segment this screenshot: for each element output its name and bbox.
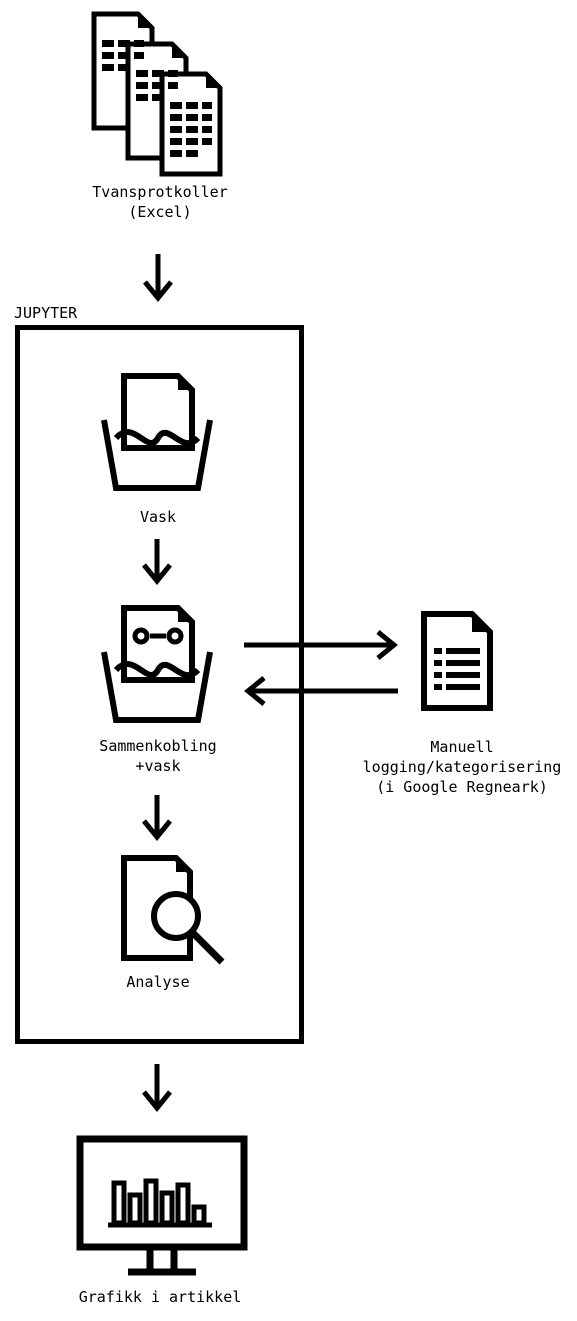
arrow-down-icon xyxy=(142,1064,172,1112)
list-document-icon xyxy=(421,611,493,711)
container-title: JUPYTER xyxy=(14,304,78,322)
step-analyse-label: Analyse xyxy=(126,973,190,991)
arrow-down-icon xyxy=(142,795,172,841)
arrow-left-icon xyxy=(244,676,398,706)
step-vask-label: Vask xyxy=(139,508,177,526)
external-label-line3: (i Google Regneark) xyxy=(376,778,548,796)
tape-document-in-basin-icon xyxy=(101,605,213,723)
monitor-bar-chart-icon xyxy=(76,1135,248,1276)
document-in-basin-icon xyxy=(101,373,213,491)
step-sammenkobling-label-line2: +vask xyxy=(135,757,181,775)
source-label-line1: Tvansprotkoller xyxy=(92,183,228,201)
jupyter-container xyxy=(15,325,304,1044)
source-label-line2: (Excel) xyxy=(128,203,192,221)
arrow-down-icon xyxy=(142,539,172,585)
spreadsheet-stack-icon xyxy=(91,11,223,177)
external-label-line1: Manuell xyxy=(430,738,494,756)
arrow-down-icon xyxy=(143,254,173,302)
step-sammenkobling-label-line1: Sammenkobling xyxy=(99,737,217,755)
external-label-line2: logging/kategorisering xyxy=(362,758,562,776)
output-label: Grafikk i artikkel xyxy=(78,1288,242,1306)
arrow-right-icon xyxy=(244,630,398,660)
document-search-icon xyxy=(121,855,225,965)
